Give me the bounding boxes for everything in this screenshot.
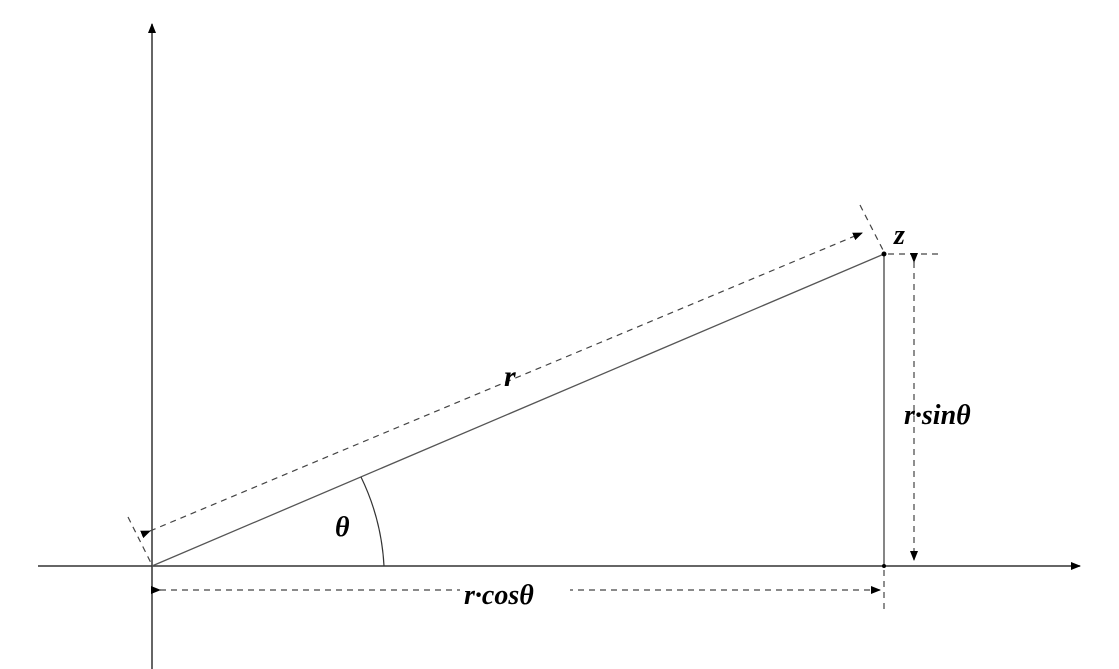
r-dimension-arrow [140, 232, 863, 539]
radius-line [151, 253, 885, 567]
label-theta: θ [335, 512, 350, 543]
origin-tick [127, 516, 152, 564]
foot-point [882, 564, 886, 568]
angle-arc [360, 476, 385, 567]
label-rsin: r·sinθ [904, 400, 971, 431]
point-z [881, 251, 887, 257]
label-rcos: r·cosθ [464, 580, 534, 611]
label-z: z [893, 220, 905, 251]
z-tick [859, 204, 885, 253]
label-r: r [504, 360, 516, 393]
